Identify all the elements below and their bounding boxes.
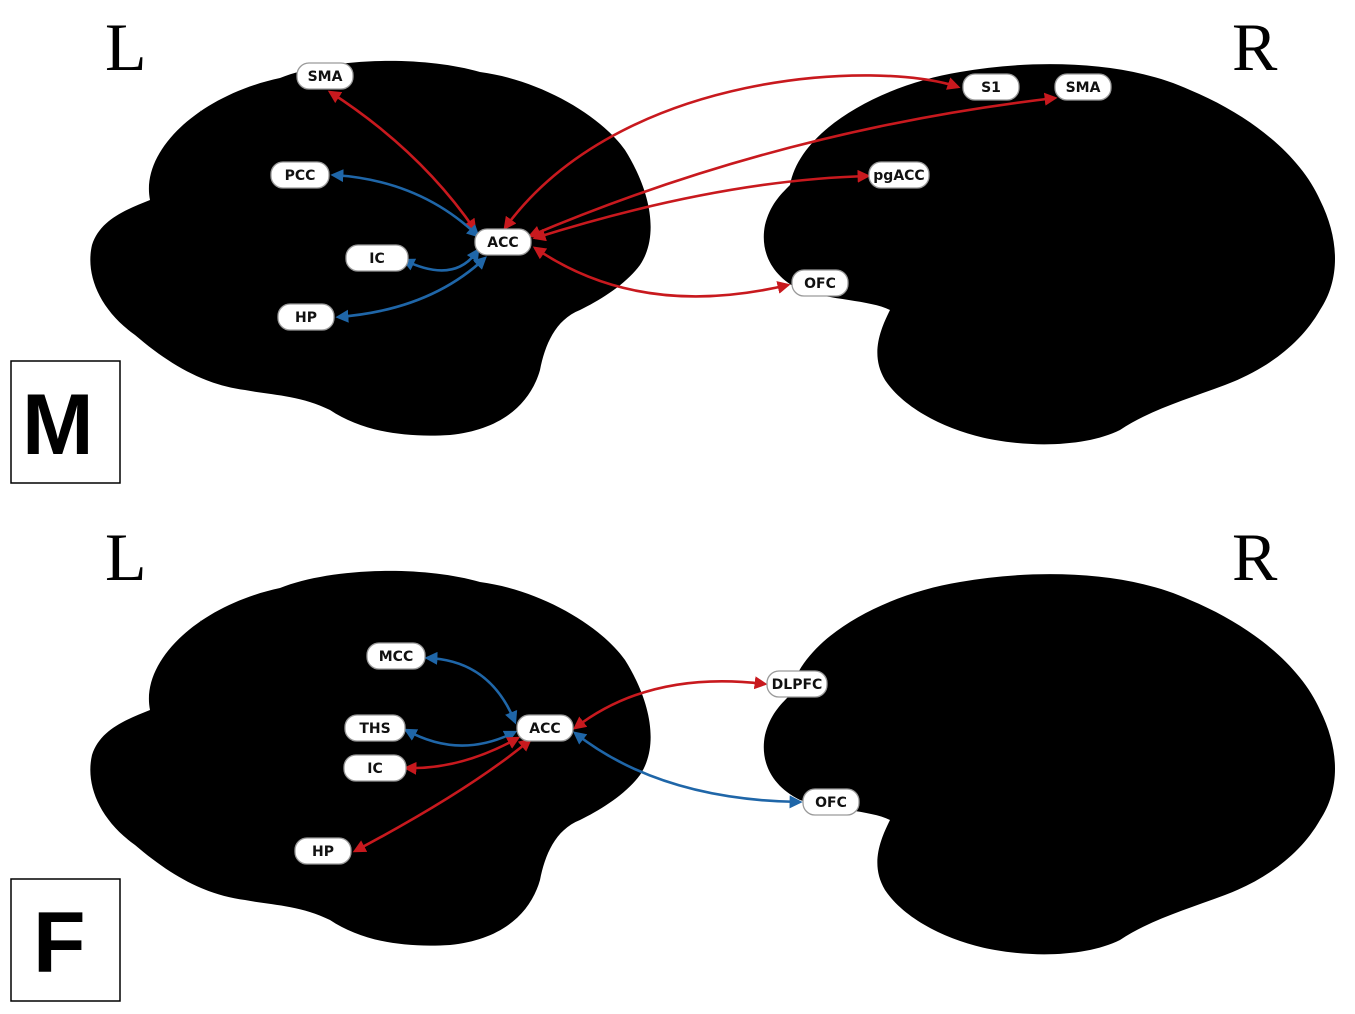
connection-l_acc-r_pgacc: [532, 169, 871, 242]
right-hemisphere-label: R: [1232, 9, 1278, 85]
region-label: ACC: [529, 721, 560, 737]
left-hemisphere-label: L: [105, 9, 147, 85]
region-label: HP: [312, 844, 334, 860]
region-label: S1: [981, 80, 1001, 96]
region-label: pgACC: [873, 168, 924, 184]
connection-l_acc-r_ofc: [572, 731, 803, 809]
region-node-l-mcc: MCC: [366, 642, 426, 670]
connection-l_acc-l_pcc: [330, 169, 480, 238]
region-label: IC: [367, 761, 382, 777]
region-label: OFC: [815, 795, 847, 811]
region-node-l-acc: ACC: [474, 228, 532, 256]
right-hemisphere-label: R: [1232, 519, 1278, 595]
left-hemisphere-label: L: [105, 519, 147, 595]
region-label: SMA: [308, 69, 343, 85]
region-node-l-sma: SMA: [296, 62, 354, 90]
region-node-l-ic: IC: [345, 244, 409, 272]
region-label: HP: [295, 310, 317, 326]
region-node-l-hp: HP: [294, 837, 352, 865]
region-label: MCC: [379, 649, 413, 665]
panel-m: L R M SMA PCC IC HP ACC S1 SMA pgACC OFC: [10, 9, 1335, 484]
region-label: PCC: [285, 168, 316, 184]
nodes: MCC THS IC HP ACC DLPFC OFC: [294, 642, 860, 865]
region-node-l-pcc: PCC: [270, 161, 330, 189]
region-node-r-dlpfc: DLPFC: [766, 670, 828, 698]
connection-l_acc-l_mcc: [424, 651, 518, 725]
region-label: SMA: [1066, 80, 1101, 96]
panel-label-box: F: [10, 878, 121, 1002]
panel-label-box: M: [10, 360, 121, 484]
region-node-r-sma: SMA: [1054, 73, 1112, 101]
nodes: SMA PCC IC HP ACC S1 SMA pgACC OFC: [270, 62, 1112, 331]
region-label: THS: [359, 721, 390, 737]
right-hemisphere-outline: [763, 574, 1335, 955]
right-hemisphere-outline: [763, 64, 1335, 445]
connection-l_acc-r_ofc: [532, 246, 791, 298]
connection-l_acc-r_dlpfc: [572, 676, 768, 730]
edges: [352, 651, 803, 853]
region-node-r-ofc: OFC: [791, 269, 849, 297]
connection-l_acc-l_hp: [352, 738, 532, 853]
panel-f: L R F MCC THS IC HP ACC DLPFC OFC: [10, 519, 1335, 1002]
region-node-r-ofc: OFC: [802, 788, 860, 816]
region-node-l-hp: HP: [277, 303, 335, 331]
region-node-r-pgacc: pgACC: [868, 161, 930, 189]
region-label: IC: [369, 251, 384, 267]
region-node-r-s1: S1: [962, 73, 1020, 101]
region-node-l-ic: IC: [343, 754, 407, 782]
region-label: DLPFC: [772, 677, 823, 693]
region-node-l-ths: THS: [344, 714, 406, 742]
panel-label: F: [33, 895, 86, 991]
panel-label: M: [22, 377, 94, 473]
region-label: OFC: [804, 276, 836, 292]
region-node-l-acc: ACC: [516, 714, 574, 742]
edges: [327, 74, 1058, 323]
region-label: ACC: [487, 235, 518, 251]
connection-l_acc-l_hp: [335, 256, 487, 323]
